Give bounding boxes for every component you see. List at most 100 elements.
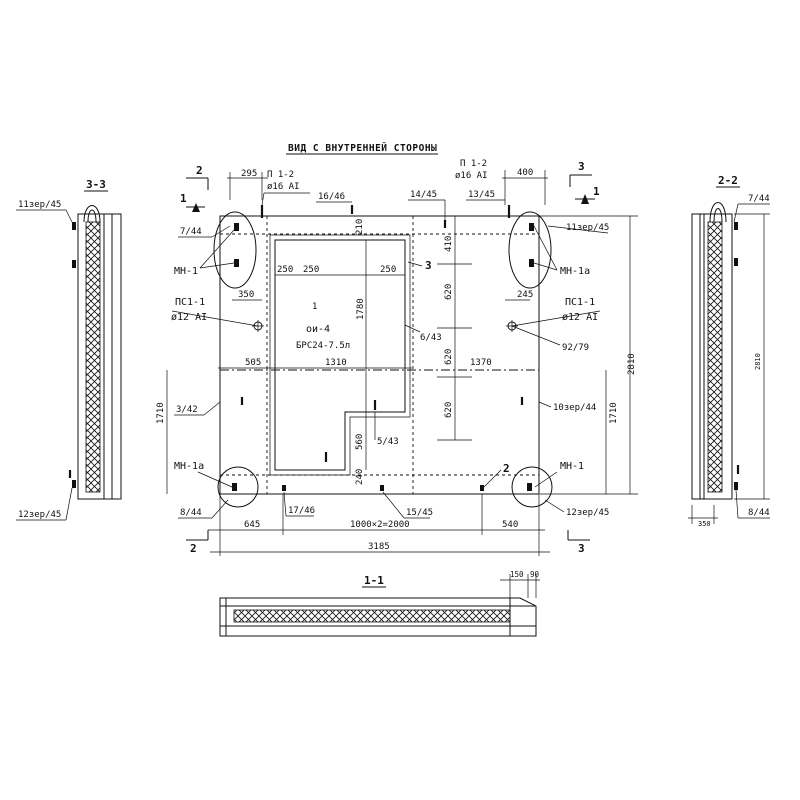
- dim-350: 350: [238, 290, 254, 300]
- mark-3: 3: [425, 259, 432, 272]
- embed-plate: [734, 222, 738, 230]
- dim-1710-right: 1710: [609, 402, 619, 424]
- ref-6-43: 6/43: [420, 333, 442, 343]
- leader: [544, 499, 565, 513]
- ps11-left-dia: ø12 AI: [171, 312, 207, 323]
- leader: [407, 261, 423, 267]
- embed-plate: [480, 485, 484, 491]
- dim-150: 150: [510, 570, 524, 579]
- ref-92-79: 92/79: [562, 343, 589, 353]
- leader: [171, 310, 259, 327]
- mounting-zone-left: [217, 466, 259, 508]
- leader: [65, 487, 73, 521]
- dim-540: 540: [502, 520, 518, 530]
- section-3-3: 3-3 11зер/45 12зер/45: [16, 178, 122, 521]
- leader: [511, 310, 601, 327]
- dim-1710-left: 1710: [156, 402, 166, 424]
- ref-12zer-45-right: 12зер/45: [566, 508, 609, 518]
- leader: [538, 401, 552, 408]
- dim-645: 645: [244, 520, 260, 530]
- ps11-left-label: ПС1-1: [175, 297, 205, 308]
- window-code: ои-4: [306, 324, 330, 335]
- lifting-loop-section: [87, 209, 97, 223]
- dim-90: 90: [530, 570, 540, 579]
- dim-250-b: 250: [303, 265, 319, 275]
- cut-arrow: [192, 203, 200, 212]
- leader: [203, 401, 221, 416]
- dim-240: 240: [355, 469, 365, 485]
- mounting-zone-right: [511, 466, 553, 508]
- mn1-bottom-right: МН-1: [560, 461, 584, 472]
- insulation-layer: [85, 221, 101, 493]
- dim-620-c: 620: [444, 402, 454, 418]
- dim-250-c: 250: [380, 265, 396, 275]
- ref-11zer-45-right: 11зер/45: [566, 223, 609, 233]
- leader: [533, 262, 558, 271]
- right-annotations: 11зер/45 МН-1а 245 ПС1-1 ø12 AI 92/79 10…: [505, 215, 638, 518]
- mn1a-top-right: МН-1а: [560, 266, 590, 277]
- cut-mark-1-left: 1: [180, 192, 187, 205]
- embed-plate: [527, 483, 532, 491]
- leader: [534, 471, 558, 488]
- dim-350-section: 350: [698, 520, 711, 528]
- insulation-layer: [707, 221, 723, 493]
- dim-2000: 1000×2=2000: [350, 520, 410, 530]
- embed-plate: [734, 258, 738, 266]
- leader: [533, 225, 558, 271]
- leader: [483, 469, 502, 488]
- leader: [733, 203, 739, 223]
- ref-8-44-left: 8/44: [180, 508, 202, 518]
- lifting-zone-right: [508, 211, 552, 289]
- p12-left-label: П 1-2: [267, 170, 294, 180]
- ref-13-45: 13/45: [468, 190, 495, 200]
- embed-plate: [72, 480, 76, 488]
- interior-dimensions: 250 250 250 1780 210 560 240 410 620 620…: [275, 216, 472, 485]
- dim-400: 400: [517, 168, 533, 178]
- bottom-annotations: 2 17/46 15/45 645 1000×2=2000 540 3185 2…: [186, 462, 590, 556]
- section-3-3-title: 3-3: [86, 178, 106, 191]
- embed-plate: [72, 260, 76, 268]
- dim-410: 410: [444, 236, 454, 252]
- embed-plate: [380, 485, 384, 491]
- p12-right-label: П 1-2: [460, 159, 487, 169]
- dim-1310: 1310: [325, 358, 347, 368]
- leader: [211, 225, 231, 238]
- ref-17-46: 17/46: [288, 506, 315, 516]
- leader: [65, 209, 73, 223]
- dim-505: 505: [245, 358, 261, 368]
- lifting-loop-section: [83, 205, 101, 223]
- section-2-2: 2-2 7/44 8/44 2810 350: [688, 174, 770, 528]
- section-1-1-title: 1-1: [364, 574, 384, 587]
- ref-15-45: 15/45: [406, 508, 433, 518]
- left-annotations: 7/44 МН-1 350 ПС1-1 ø12 AI 505 1310 1370…: [156, 225, 492, 519]
- leader: [199, 229, 235, 269]
- top-annotations: 2 1 295 П 1-2 ø16 AI 16/46 14/45 П 1-2 ø…: [180, 159, 600, 220]
- ref-5-43: 5/43: [377, 437, 399, 447]
- embed-plate: [234, 259, 239, 267]
- leader: [511, 325, 561, 346]
- cut-mark-3-top: 3: [578, 160, 585, 173]
- p12-left-dia: ø16 AI: [267, 182, 300, 192]
- ps11-right-label: ПС1-1: [565, 297, 595, 308]
- leader: [261, 192, 265, 206]
- embed-plate: [282, 485, 286, 491]
- ref-11zer-45-left: 11зер/45: [18, 200, 61, 210]
- embed-plate: [234, 223, 239, 231]
- window-opening: [274, 239, 406, 471]
- p12-right-dia: ø16 AI: [455, 171, 488, 181]
- leader: [283, 491, 287, 517]
- lifting-loop-section: [713, 208, 723, 223]
- ref-10zer-44: 10зер/44: [553, 403, 596, 413]
- ps11-right-dia: ø12 AI: [562, 312, 598, 323]
- dim-2810-section: 2810: [754, 353, 762, 370]
- mn1-top-left: МН-1: [174, 266, 198, 277]
- section-1-1: 1-1 150 90: [219, 570, 540, 637]
- leader: [197, 471, 233, 488]
- dim-560: 560: [355, 434, 365, 450]
- dim-620-a: 620: [444, 284, 454, 300]
- dim-210: 210: [355, 219, 365, 235]
- lifting-loop-section: [709, 202, 727, 223]
- ref-14-45: 14/45: [410, 190, 437, 200]
- ref-16-46: 16/46: [318, 192, 345, 202]
- main-panel: [213, 205, 553, 508]
